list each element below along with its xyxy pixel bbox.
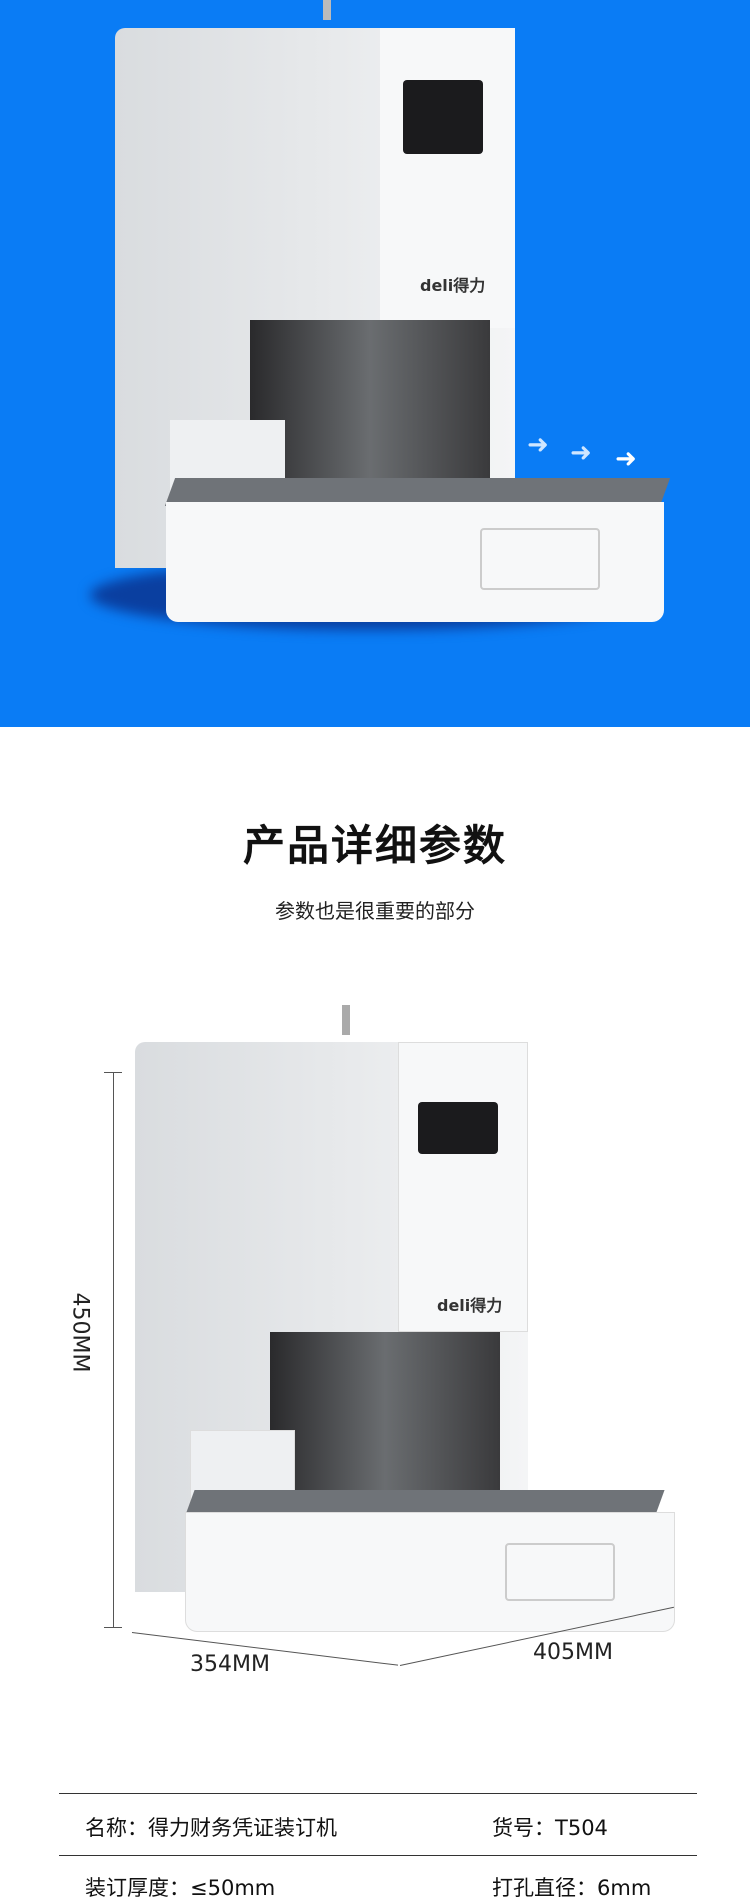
arrow-icon: ➜ xyxy=(615,444,637,474)
dimension-tick xyxy=(104,1072,122,1073)
drawer xyxy=(505,1543,615,1601)
arrow-icon: ➜ xyxy=(570,438,592,468)
spec-model: 货号：T504 xyxy=(492,1816,608,1840)
machine-base xyxy=(185,1512,675,1632)
punch-mechanism xyxy=(250,320,490,490)
brand-logo: deli得力 xyxy=(437,1296,503,1315)
dimension-tick xyxy=(104,1627,122,1628)
product-dimension-image: deli得力 450MM 354MM 405MM xyxy=(0,990,750,1690)
hero-banner: deli得力 ➜ ➜ ➜ xyxy=(0,0,750,727)
machine-front xyxy=(380,28,515,328)
table-divider xyxy=(59,1793,697,1794)
machine-front xyxy=(398,1042,528,1332)
control-panel xyxy=(403,80,483,154)
section-subtitle: 参数也是很重要的部分 xyxy=(275,899,475,923)
section-title: 产品详细参数 xyxy=(242,821,507,870)
arrow-icon: ➜ xyxy=(527,430,549,460)
width-label: 405MM xyxy=(533,1640,613,1665)
spec-thickness: 装订厚度：≤50mm xyxy=(85,1876,276,1900)
brand-logo: deli得力 xyxy=(420,276,486,295)
drawer xyxy=(480,528,600,590)
machine-rod xyxy=(323,0,331,20)
machine-rod xyxy=(342,1005,350,1035)
control-panel xyxy=(418,1102,498,1154)
spec-name: 名称：得力财务凭证装订机 xyxy=(85,1816,337,1840)
height-dimension-line xyxy=(113,1072,114,1627)
height-label: 450MM xyxy=(67,1292,93,1373)
depth-label: 354MM xyxy=(190,1652,270,1677)
punch-mechanism xyxy=(270,1332,500,1502)
machine-base xyxy=(166,502,664,622)
spec-hole-diameter: 打孔直径：6mm xyxy=(492,1876,652,1900)
table-divider xyxy=(59,1855,697,1856)
